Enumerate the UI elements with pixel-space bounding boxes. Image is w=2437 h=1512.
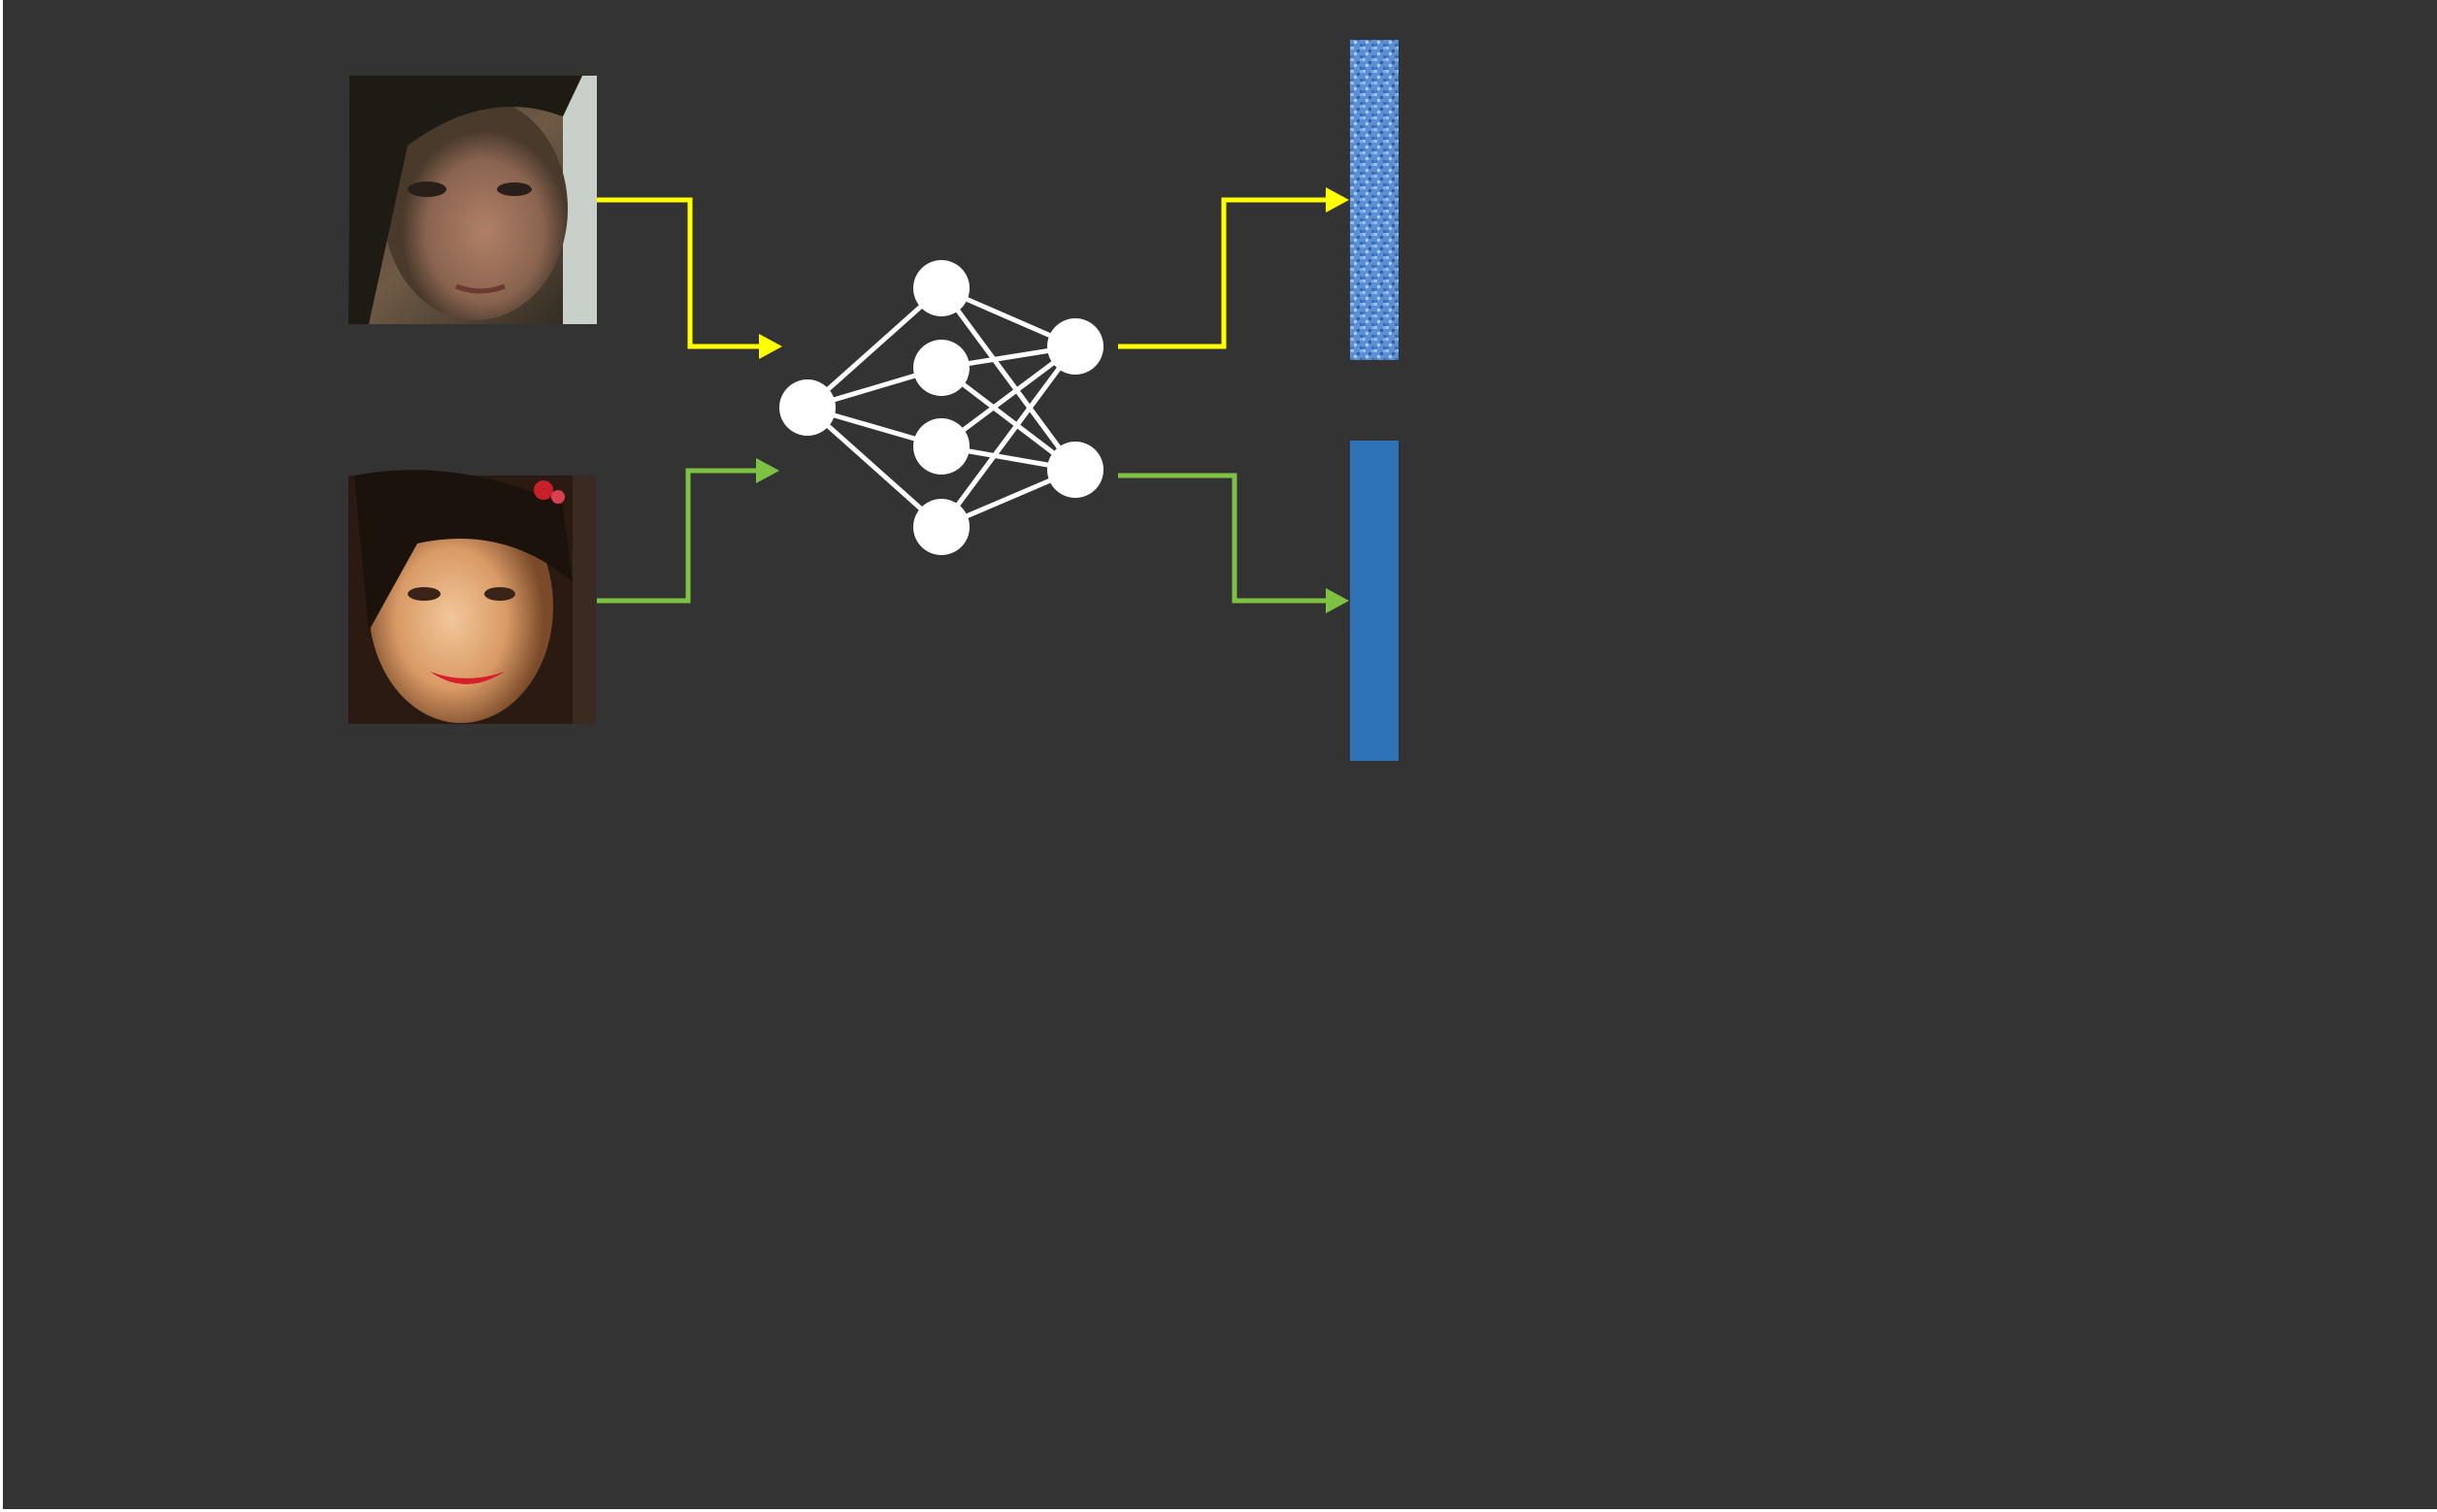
embedding-vector-1 (1350, 40, 1399, 360)
network-node (913, 418, 970, 475)
network-node (1047, 442, 1103, 498)
arrow-input-2 (597, 458, 779, 604)
network-node (1047, 318, 1103, 375)
network-node (779, 379, 836, 436)
network-node (913, 340, 970, 396)
arrow-input-1 (597, 197, 782, 359)
neural-network-icon (779, 260, 1103, 555)
network-node (913, 260, 970, 316)
network-edge (939, 345, 1078, 529)
arrow-output-2 (1118, 473, 1349, 613)
network-edge (806, 286, 943, 410)
input-face-photo-2 (348, 470, 596, 724)
network-edge (806, 406, 943, 529)
network-node (913, 499, 970, 555)
embedding-vector-2 (1350, 441, 1399, 761)
arrow-output-1 (1118, 187, 1349, 349)
network-edge (939, 286, 1078, 472)
input-face-photo-1 (348, 76, 597, 324)
